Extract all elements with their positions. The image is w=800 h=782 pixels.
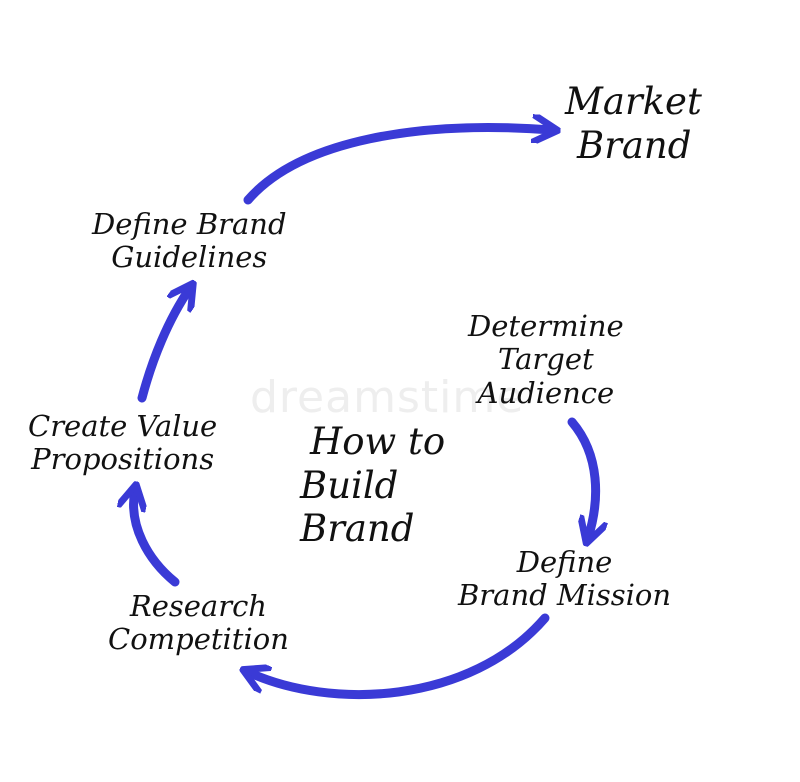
- step-determine-target-audience: Determine Target Audience: [468, 309, 624, 410]
- step-determine-target-audience-line-3: Audience: [477, 375, 615, 410]
- step-define-brand-mission-line-1: Define: [516, 545, 613, 579]
- step-market-brand: Market Brand: [565, 80, 702, 167]
- arrow-value-to-guidelines: [137, 288, 190, 403]
- arrow-guidelines-to-market: [243, 128, 552, 205]
- step-define-brand-guidelines-line-1: Define Brand: [92, 207, 287, 241]
- step-research-competition-line-1: Research: [129, 589, 267, 623]
- center-title-line-2: Build: [300, 463, 399, 507]
- step-determine-target-audience-line-1: Determine: [468, 309, 624, 343]
- watermark: dreamstime: [250, 372, 525, 423]
- arrow-audience-to-mission: [567, 417, 596, 538]
- step-define-brand-guidelines-line-2: Guidelines: [111, 240, 268, 275]
- center-title: How to Build Brand: [300, 420, 445, 551]
- step-research-competition: Research Competition: [108, 589, 289, 657]
- step-market-brand-line-2: Brand: [577, 123, 692, 167]
- step-determine-target-audience-line-2: Target: [498, 342, 594, 377]
- step-research-competition-line-2: Competition: [108, 622, 289, 657]
- arrow-mission-to-research: [248, 613, 550, 700]
- step-define-brand-mission-line-2: Brand Mission: [458, 578, 672, 613]
- step-create-value-propositions: Create Value Propositions: [28, 409, 218, 477]
- step-create-value-propositions-line-2: Propositions: [31, 442, 215, 477]
- step-define-brand-mission: Define Brand Mission: [458, 545, 672, 613]
- center-title-line-3: Brand: [300, 507, 415, 551]
- step-market-brand-line-1: Market: [565, 80, 702, 123]
- step-create-value-propositions-line-1: Create Value: [28, 409, 218, 443]
- center-title-line-1: How to: [310, 420, 446, 463]
- step-define-brand-guidelines: Define Brand Guidelines: [92, 207, 287, 275]
- arrow-research-to-value: [134, 490, 180, 587]
